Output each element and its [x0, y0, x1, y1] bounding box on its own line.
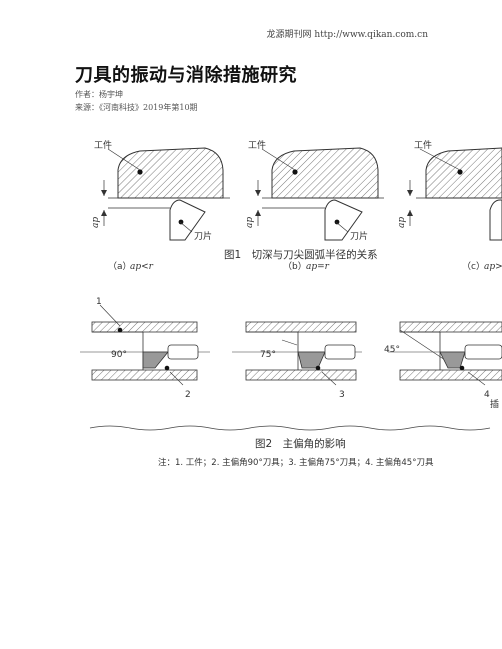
fig2-angle-45: 45°	[384, 345, 400, 355]
fig1a-ap-label: ap	[91, 217, 101, 228]
article-title: 刀具的振动与消除措施研究	[75, 65, 297, 86]
fig2-callout-4: 4	[484, 390, 490, 400]
fig1-panel-a: 工件 刀片 ap （a） ap<r	[91, 139, 230, 272]
fig2-panel-75: 75° 3	[232, 321, 362, 400]
fig1c-condition: ap>	[484, 262, 502, 272]
fig1a-condition: ap<r	[130, 262, 154, 272]
fig1a-insert-label: 刀片	[194, 230, 212, 242]
fig1c-workpiece-label: 工件	[414, 139, 432, 151]
fig2-callout-1: 1	[96, 297, 102, 307]
fig1c-tag: （c）	[462, 261, 485, 272]
fig1-panel-c: 工件 ap （c） ap>	[397, 139, 502, 272]
fig1a-tag: （a）	[108, 261, 132, 272]
fig1-panel-b: 工件 刀片 ap （b） ap=r	[245, 139, 384, 272]
figure-1: 工件 刀片 ap （a） ap<r 工件 刀片 ap （b） ap=r	[91, 139, 502, 272]
source-line: 来源：《河南科技》2019年第10期	[75, 103, 198, 112]
fig1b-condition: ap=r	[306, 262, 330, 272]
fig2-panel-45: 45° 4	[384, 321, 502, 400]
fig2-caption: 图2 主偏角的影响	[255, 437, 346, 450]
fig1b-tag: （b）	[283, 261, 307, 272]
author-line: 作者：杨宇坤	[75, 90, 123, 99]
fig1a-workpiece-label: 工件	[94, 139, 112, 151]
source-header: 龙源期刊网 http://www.qikan.com.cn	[266, 30, 428, 40]
fig1b-workpiece-label: 工件	[248, 139, 266, 151]
fig1-caption: 图1 切深与刀尖圆弧半径的关系	[224, 248, 378, 261]
fig2-callout-3: 3	[339, 390, 345, 400]
fig2-cutoff-text: 插	[490, 398, 499, 410]
fig1b-ap-label: ap	[245, 217, 255, 228]
fig2-angle-90: 90°	[111, 350, 127, 360]
fig2-callout-2: 2	[185, 390, 191, 400]
figure-2: 1 90° 2 75° 3	[80, 297, 502, 468]
fig2-note: 注：1. 工件；2. 主偏角90°刀具；3. 主偏角75°刀具；4. 主偏角45…	[158, 457, 434, 468]
fig1c-ap-label: ap	[397, 217, 407, 228]
fig2-angle-75: 75°	[260, 350, 276, 360]
fig1b-insert-label: 刀片	[350, 230, 368, 242]
fig2-panel-90: 1 90° 2	[80, 297, 210, 400]
